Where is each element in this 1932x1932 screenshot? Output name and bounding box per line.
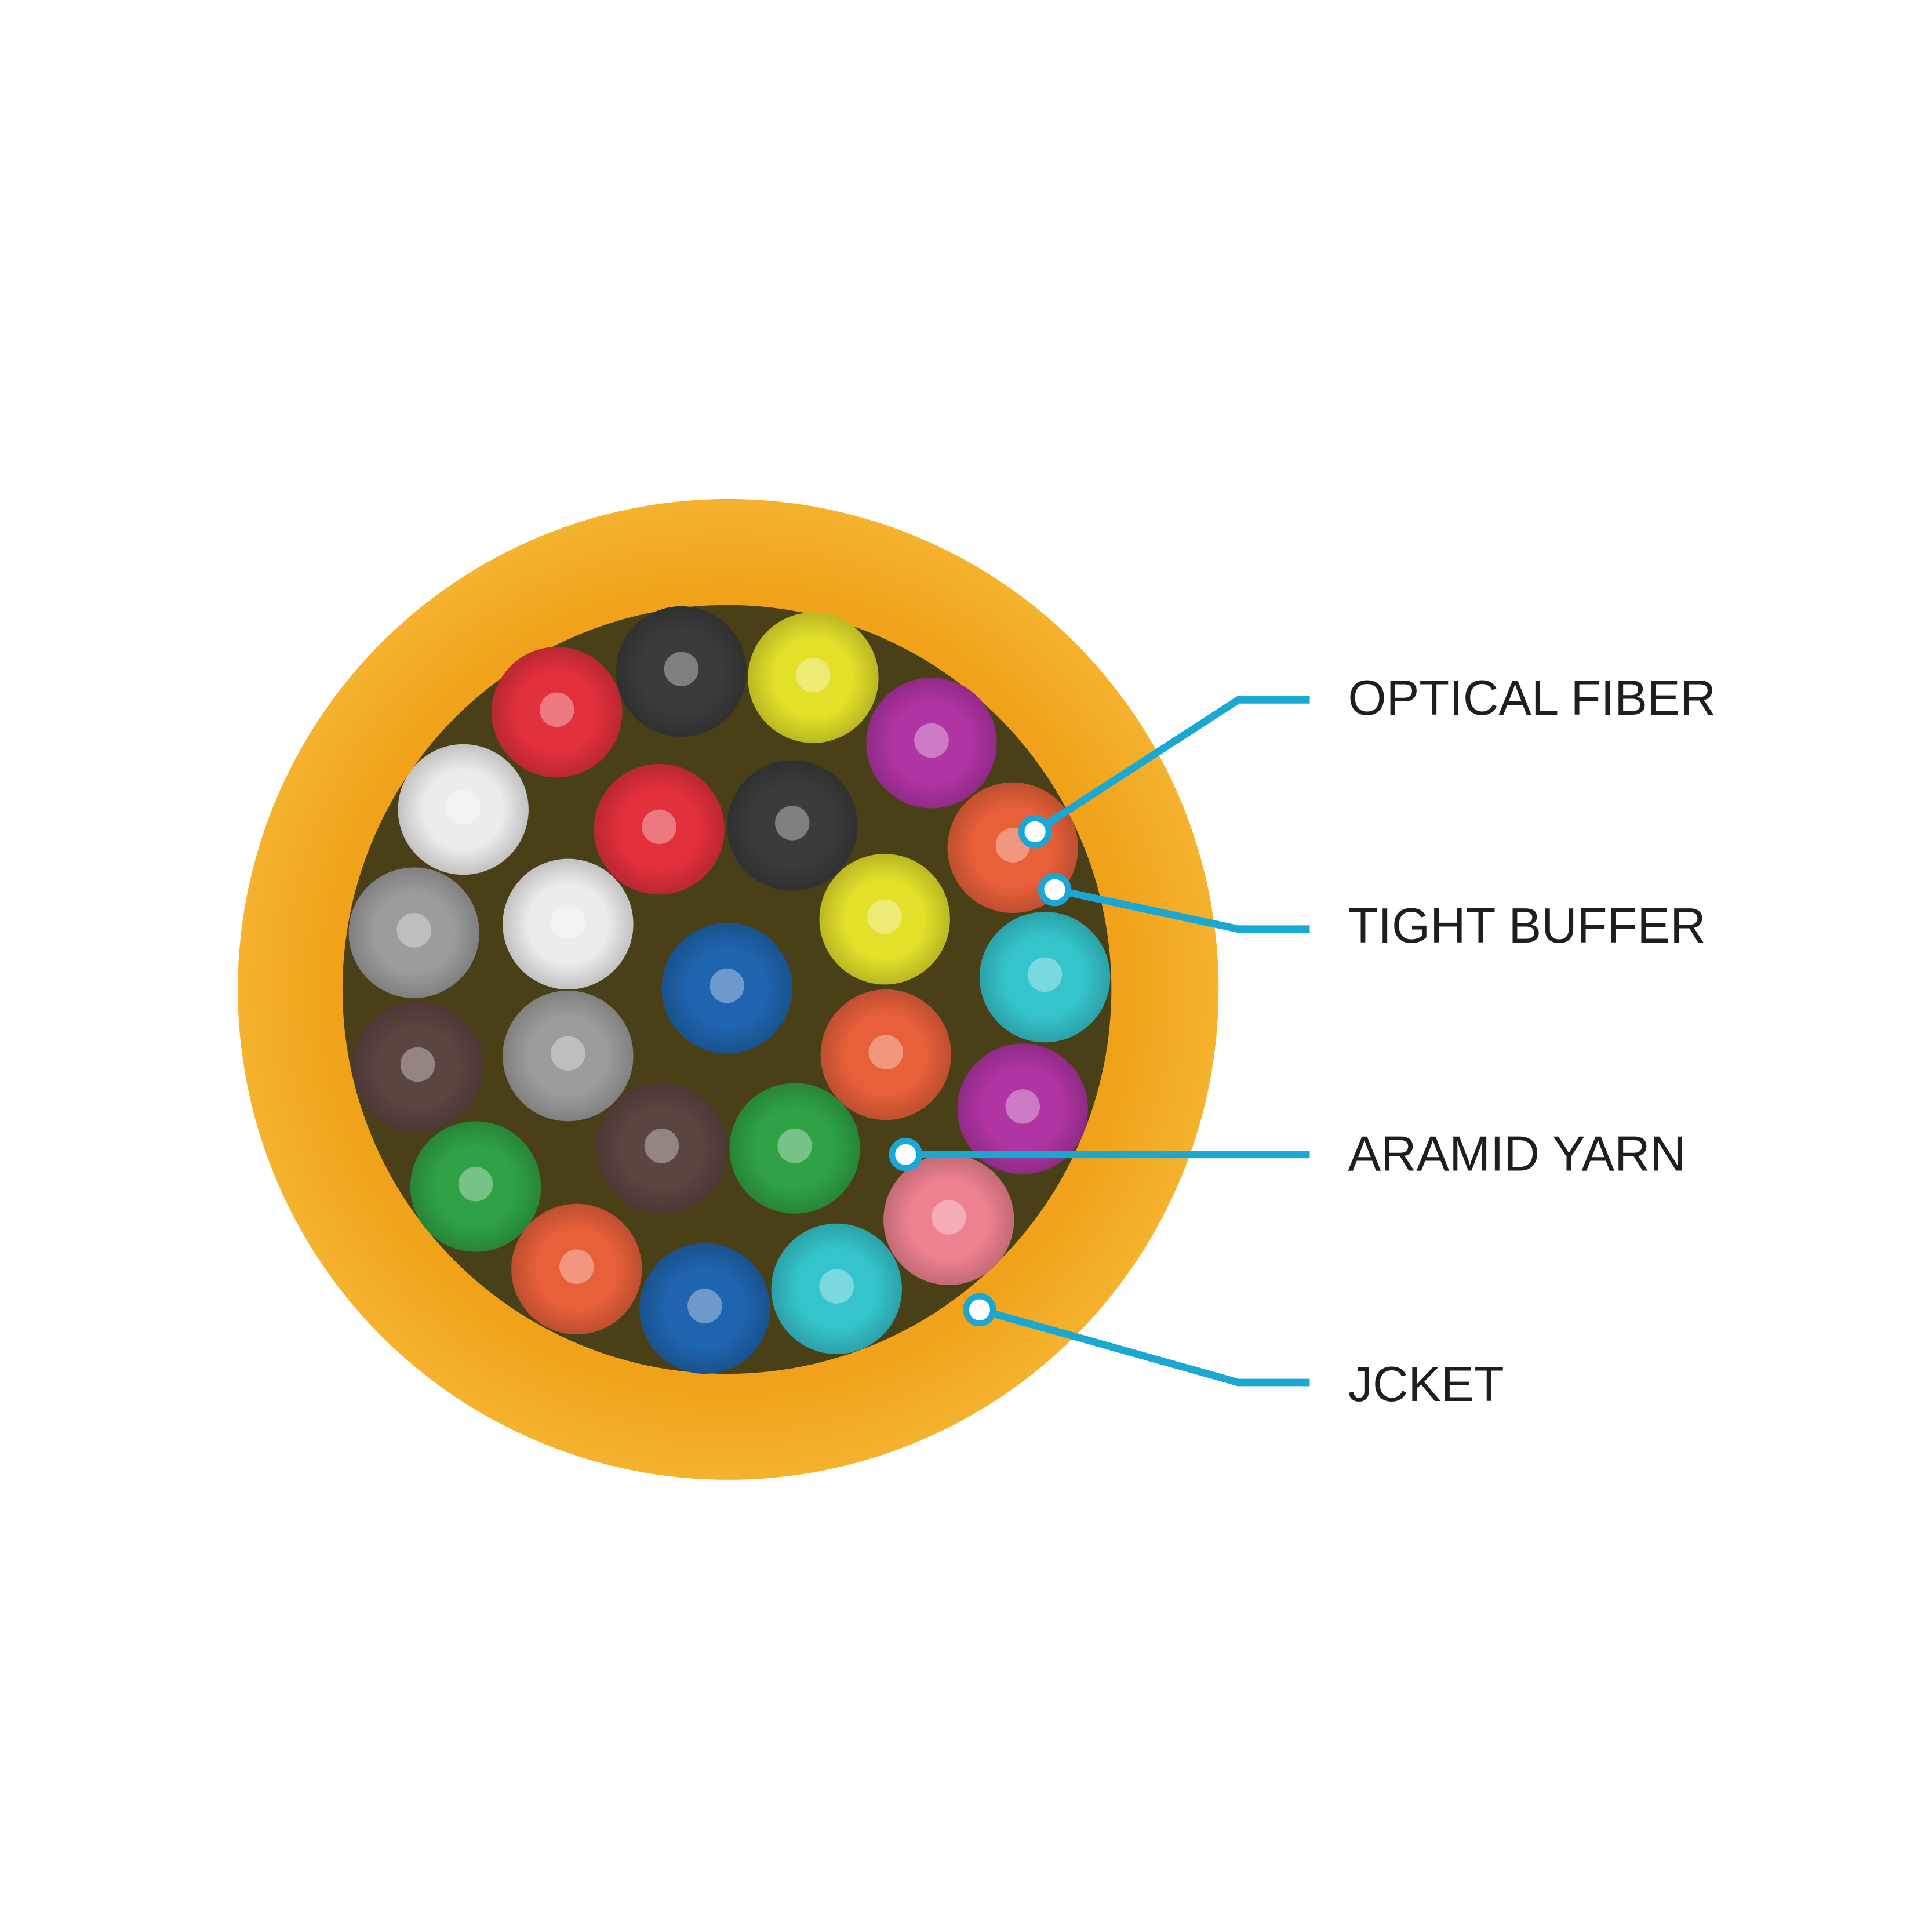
buffer-shading [398,744,529,875]
tight-buffered-fiber [410,1121,541,1252]
optical-fiber-core [1005,1089,1040,1124]
buffer-shading [616,606,747,737]
tight-buffered-fiber [819,854,950,985]
optical-fiber-core [540,692,574,727]
optical-fiber-core [458,1166,493,1202]
tight-buffered-fiber [503,991,634,1122]
buffer-shading [820,989,951,1120]
buffer-shading [348,867,479,998]
buffer-shading [979,911,1111,1043]
optical-fiber-core [777,1129,812,1163]
tight-buffered-fiber [729,1083,860,1214]
optical-fiber-core [551,1036,585,1071]
buffer-shading [594,763,725,895]
optical-fiber-core [400,1047,435,1082]
tight-buffered-fiber [748,612,879,743]
buffer-shading [596,1083,727,1214]
optical-fiber-core [446,789,481,825]
optical-fiber-core [687,1289,722,1323]
tight-buffered-fiber [727,760,858,891]
buffer-shading [866,678,997,809]
optical-fiber-core [642,809,676,845]
tight-buffered-fiber [957,1043,1088,1174]
tight-buffered-fiber [771,1223,902,1355]
optical-fiber-core [819,1269,854,1304]
tight-buffered-fiber [596,1083,727,1214]
tight-buffered-fiber [492,646,623,778]
tight-buffered-fiber [979,911,1111,1043]
buffer-shading [771,1223,902,1355]
optical-fiber-core [868,1035,904,1070]
buffer-shading [503,858,634,989]
tight-buffered-fiber [398,744,529,875]
fiber-group [348,606,1111,1374]
buffer-shading [883,1154,1014,1286]
optical-fiber-core [931,1200,966,1235]
label-aramid-yarn: ARAMID YARN [1348,1126,1686,1181]
optical-fiber-core [1027,957,1063,992]
tight-buffered-fiber [639,1243,770,1374]
tight-buffered-fiber [594,763,725,895]
tight-buffered-fiber [661,923,792,1054]
buffer-shading [492,646,623,778]
buffer-shading [729,1083,860,1214]
label-optical-fiber: OPTICAL FIBER [1348,671,1716,726]
leader-tight-buffer [1038,873,1310,933]
tight-buffered-fiber [352,1002,483,1133]
buffer-shading [748,612,879,743]
optical-fiber-core [867,899,902,934]
buffer-shading [661,923,792,1054]
optical-fiber-core [796,658,831,693]
label-jacket: JCKET [1348,1357,1504,1412]
tight-buffered-fiber [820,989,951,1120]
buffer-shading [511,1203,642,1335]
optical-fiber-core [914,723,949,758]
optical-fiber-core [396,913,431,948]
leader-jacket [963,1293,1310,1387]
optical-fiber-core [644,1129,679,1163]
buffer-shading [819,854,950,985]
tight-buffered-fiber [503,858,634,989]
optical-fiber-core [775,806,810,841]
buffer-shading [727,760,858,891]
tight-buffered-fiber [866,678,997,809]
optical-fiber-core [559,1249,594,1284]
leader-optical-fiber [1018,696,1310,849]
leader-aramid-yarn [889,1138,1310,1171]
buffer-shading [503,991,634,1122]
tight-buffered-fiber [883,1154,1014,1286]
buffer-shading [410,1121,541,1252]
optical-fiber-core [664,652,699,686]
optical-fiber-core [710,968,744,1003]
optical-fiber-core [551,904,585,939]
buffer-shading [352,1002,483,1133]
tight-buffered-fiber [616,606,747,737]
buffer-shading [639,1243,770,1374]
tight-buffered-fiber [348,867,479,998]
label-tight-buffer: TIGHT BUFFER [1348,898,1705,954]
tight-buffered-fiber [511,1203,642,1335]
buffer-shading [957,1043,1088,1174]
